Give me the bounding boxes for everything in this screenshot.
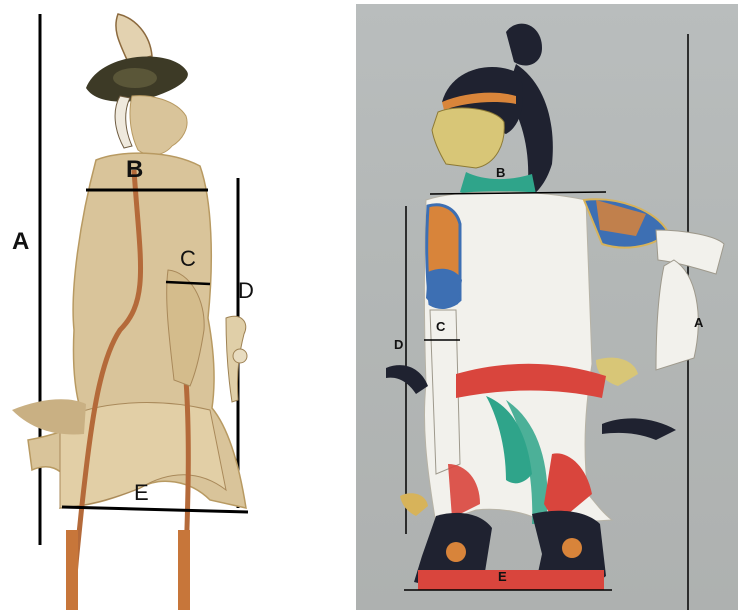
left-puppet-drawing (0, 0, 300, 610)
left-puppet-photo: A B C D E (0, 0, 300, 610)
label-a-right: A (694, 316, 703, 329)
label-b: B (126, 158, 143, 182)
label-c-right: C (436, 320, 445, 333)
right-puppet-drawing (356, 4, 738, 610)
face (432, 108, 504, 168)
label-b-right: B (496, 166, 505, 179)
hair-knot (506, 24, 542, 66)
hat-plume (116, 14, 152, 62)
label-e-right: E (498, 570, 507, 583)
measure-line-b-right (430, 192, 606, 194)
head (130, 96, 187, 155)
label-d: D (238, 280, 254, 302)
base-board (418, 570, 604, 590)
label-e: E (134, 482, 149, 504)
right-puppet-photo: B C D A E (356, 4, 738, 610)
label-c: C (180, 248, 196, 270)
label-d-right: D (394, 338, 403, 351)
measure-line-e (62, 507, 248, 512)
label-a: A (12, 230, 29, 254)
